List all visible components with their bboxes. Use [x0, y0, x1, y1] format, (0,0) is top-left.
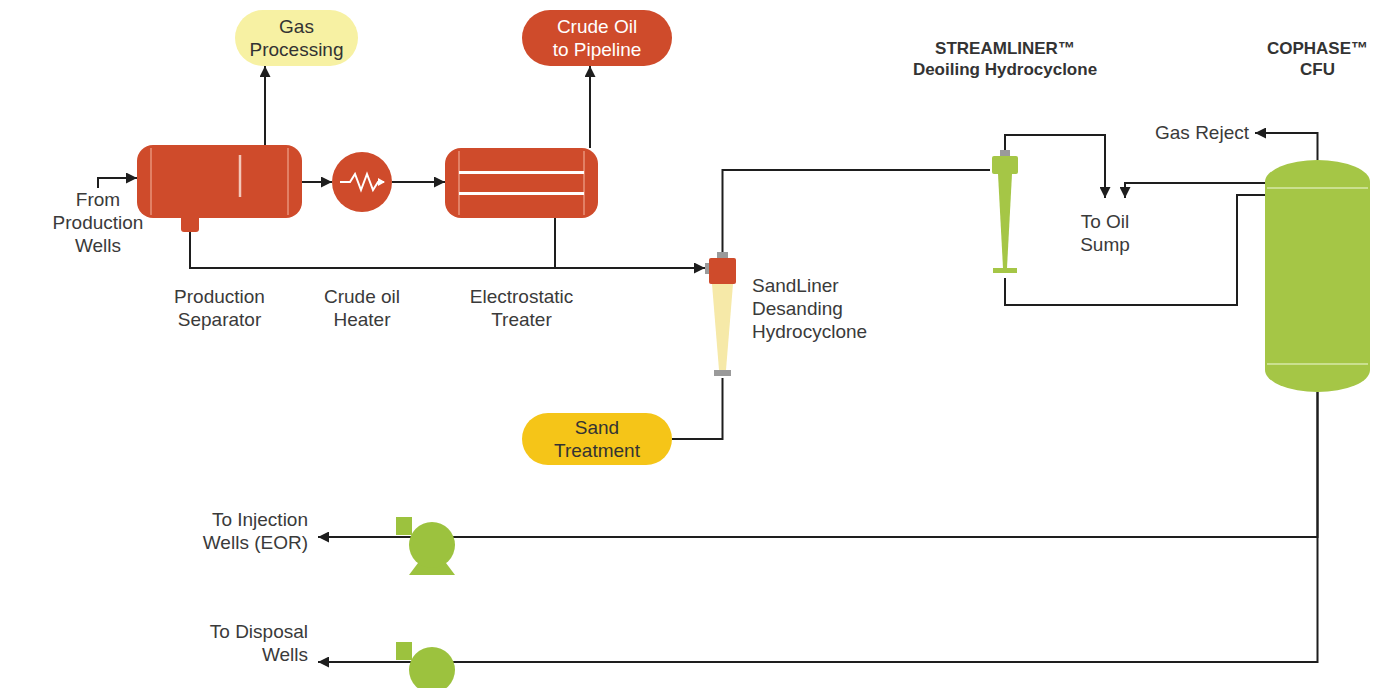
flotation-vessel-outline	[1265, 160, 1370, 392]
pipe-connector	[318, 392, 1318, 537]
overflow-cap	[717, 252, 728, 258]
stream-label: To Disposal Wells	[180, 620, 308, 666]
pipe-connector	[318, 392, 1318, 662]
heater-symbol-outline	[332, 152, 392, 212]
flotation-vessel: COPHASE™ CFU	[1265, 160, 1370, 392]
terminal-label: Gas Processing	[243, 15, 350, 61]
vessel-body	[1265, 160, 1370, 392]
treater-vessel-outline	[445, 148, 598, 218]
cyclone-cone	[998, 174, 1012, 268]
separator-vessel-outline	[137, 145, 302, 232]
vessel-seam	[150, 148, 152, 215]
terminal-pill: Crude Oil to Pipeline	[522, 10, 672, 66]
pump-casing	[409, 522, 455, 568]
cyclone-cone	[712, 284, 733, 370]
equipment-label: Production Separator	[145, 285, 295, 331]
pipe-connector	[264, 66, 266, 145]
pill-outline	[235, 10, 358, 66]
pipe-connector	[1005, 135, 1105, 198]
electrode-grid	[459, 192, 584, 195]
pipe-connector	[589, 66, 591, 148]
stream-label: From Production Wells	[48, 188, 148, 257]
inlet-label: From Production Wells	[48, 188, 148, 257]
terminal-pill: Gas Processing	[235, 10, 358, 66]
pipe-connector	[302, 181, 332, 183]
pill-outline	[522, 10, 672, 66]
pipe-connector	[672, 378, 723, 439]
pill-outline	[522, 413, 672, 465]
vessel-body	[137, 145, 302, 218]
vessel-seam	[1267, 187, 1368, 189]
cyclone-head	[992, 156, 1018, 174]
pump-casing	[409, 647, 455, 688]
outlet-label: Gas Reject	[1155, 121, 1255, 144]
vessel-seam	[583, 151, 585, 215]
pipe-connector	[555, 218, 705, 268]
pump-nozzle	[396, 642, 412, 660]
hydrocyclone: SandLiner Desanding Hydrocyclone	[705, 252, 740, 378]
label-holder: COPHASE™ CFU	[1263, 38, 1373, 80]
pipe-connector	[392, 181, 445, 183]
stream-label: Gas Reject	[1155, 121, 1249, 144]
pipe-connector	[723, 170, 991, 252]
separator-vessel: Production Separator	[137, 145, 302, 232]
underflow-flange	[993, 268, 1017, 273]
heater-coil	[340, 174, 384, 190]
hydrocyclone-outline	[705, 252, 740, 378]
electrode-grid	[459, 171, 584, 174]
terminal-label: Sand Treatment	[542, 416, 652, 462]
equipment-label: SandLiner Desanding Hydrocyclone	[752, 274, 892, 343]
disposal-pump	[396, 642, 455, 688]
vessel-body	[445, 148, 598, 218]
equipment-title: STREAMLINER™ Deoiling Hydrocyclone	[910, 38, 1100, 80]
coil-arrow	[378, 178, 385, 186]
label-holder: Production Separator	[145, 285, 295, 331]
underflow-flange	[714, 370, 731, 376]
hydrocyclone: STREAMLINER™ Deoiling Hydrocyclone	[990, 150, 1020, 278]
terminal-pill: Sand Treatment	[522, 413, 672, 465]
injection-pump	[396, 517, 455, 575]
outlet-label: To Oil Sump	[1060, 198, 1150, 256]
heater-symbol: Crude oil Heater	[332, 152, 392, 212]
pump-nozzle	[396, 517, 412, 535]
heater-body	[332, 152, 392, 212]
stream-label: To Injection Wells (EOR)	[180, 508, 308, 554]
vessel-seam	[1267, 363, 1368, 365]
equipment-title: COPHASE™ CFU	[1263, 38, 1373, 80]
pipe-connector	[1255, 133, 1318, 160]
vessel-seam	[458, 151, 460, 215]
overflow-cap	[1000, 150, 1010, 156]
label-holder: Electrostatic Treater	[447, 285, 597, 331]
pipe-connector	[98, 178, 137, 188]
label-holder: SandLiner Desanding Hydrocyclone	[752, 274, 892, 343]
equipment-label: Crude oil Heater	[307, 285, 417, 331]
vessel-seam	[287, 148, 289, 215]
stream-label: To Oil Sump	[1060, 210, 1150, 256]
pipe-connector	[190, 232, 705, 268]
weir-plate	[239, 155, 242, 197]
label-holder: Crude oil Heater	[307, 285, 417, 331]
outlet-label: To Disposal Wells	[180, 620, 318, 666]
terminal-label: Crude Oil to Pipeline	[549, 15, 645, 61]
cyclone-head	[709, 258, 736, 284]
hydrocyclone-outline	[990, 150, 1020, 278]
outlet-label: To Injection Wells (EOR)	[180, 508, 318, 554]
equipment-label: Electrostatic Treater	[447, 285, 597, 331]
treater-vessel: Electrostatic Treater	[445, 148, 598, 218]
label-holder: STREAMLINER™ Deoiling Hydrocyclone	[910, 38, 1100, 80]
pipe-connector	[1005, 195, 1265, 305]
